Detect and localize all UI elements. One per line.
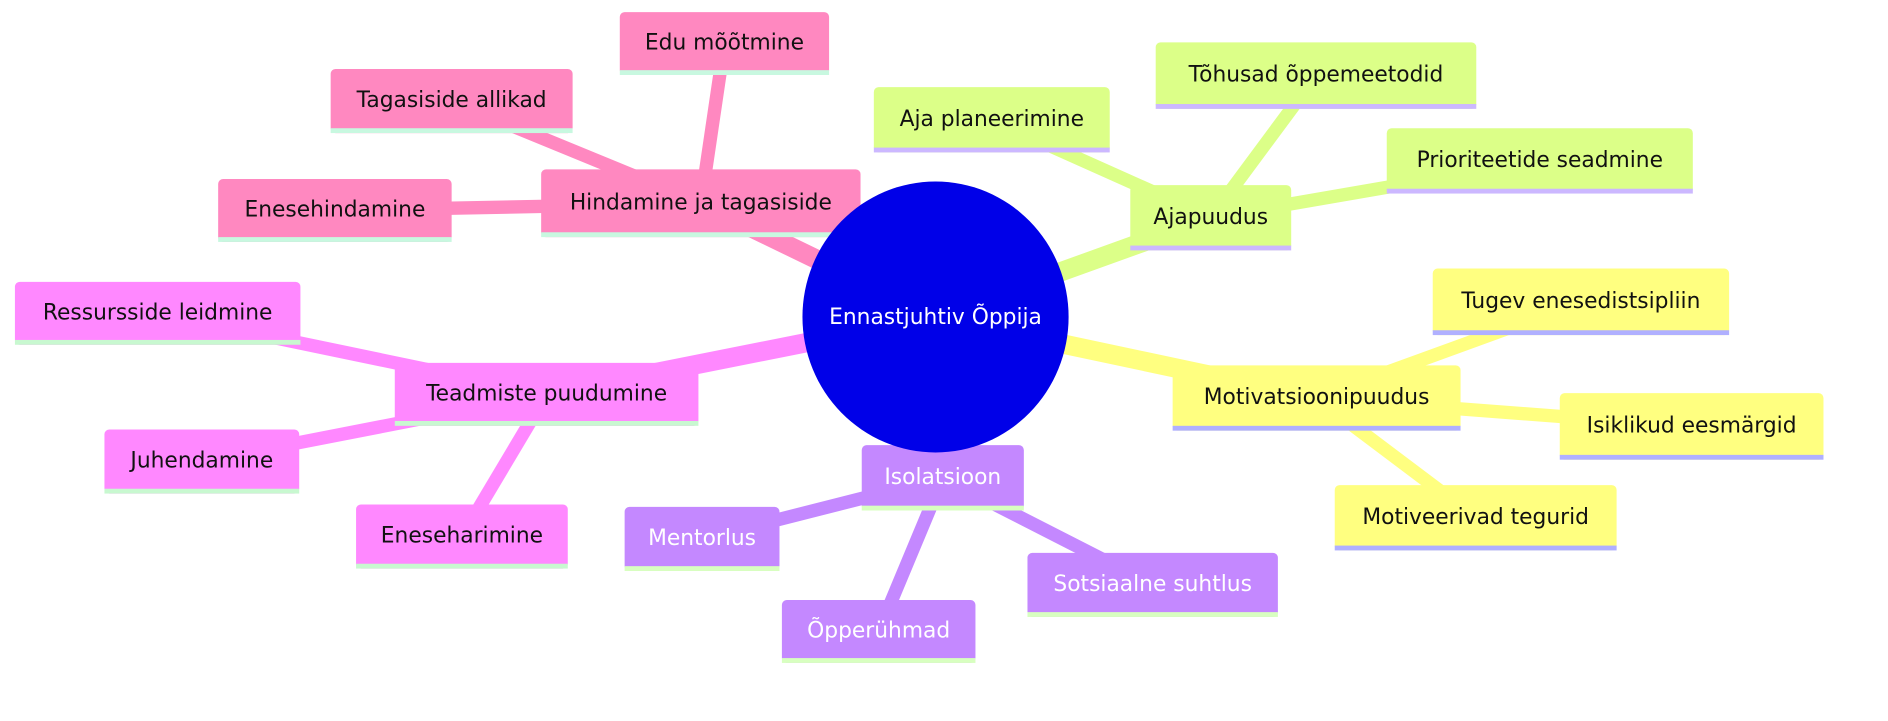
node-juhendamine[interactable]: Juhendamine	[104, 429, 300, 494]
node-box	[1432, 268, 1730, 336]
node-box	[104, 429, 300, 494]
node-underline	[1130, 245, 1292, 251]
node-box	[541, 169, 861, 238]
node-label: Edu mõõtmine	[645, 31, 804, 56]
node-label: Hindamine ja tagasiside	[570, 190, 832, 215]
node-underline	[861, 505, 1024, 511]
node-label: Isolatsioon	[884, 465, 1001, 490]
node-underline	[356, 563, 568, 569]
node-label: Tugev enesedistsipliin	[1460, 289, 1700, 314]
node-box	[781, 600, 976, 663]
node-box	[1559, 393, 1824, 460]
node-box	[394, 362, 699, 426]
node-tugev-enesedistsipliin[interactable]: Tugev enesedistsipliin	[1432, 268, 1730, 336]
node-box	[1386, 128, 1693, 194]
node-underline	[1027, 612, 1278, 617]
node-box	[1155, 42, 1477, 109]
node-box	[1027, 552, 1278, 617]
node-teadmiste-puudumine[interactable]: Teadmiste puudumine	[394, 362, 699, 426]
node-underline	[541, 232, 861, 238]
node-label: Õpperühmad	[807, 617, 950, 644]
node-box	[1172, 365, 1461, 431]
node-underline	[1172, 425, 1461, 431]
node-box	[14, 281, 301, 345]
node-mentorlus[interactable]: Mentorlus	[624, 506, 780, 571]
node-aja-planeerimine[interactable]: Aja planeerimine	[873, 87, 1110, 153]
node-box	[1130, 185, 1292, 251]
node-underline	[619, 70, 830, 76]
center-circle	[802, 181, 1069, 453]
node-label: Eneseharimine	[381, 524, 543, 549]
nodes: Hindamine ja tagasiside Edu mõõtmineTagas…	[14, 12, 1824, 663]
node-label: Ressursside leidmine	[43, 300, 273, 325]
node-box	[873, 87, 1110, 153]
node-underline	[394, 420, 699, 426]
node-label: Isiklikud eesmärgid	[1587, 413, 1797, 438]
node-label: Juhendamine	[128, 449, 273, 474]
node-opperuhmad[interactable]: Õpperühmad	[781, 600, 976, 663]
node-label: Teadmiste puudumine	[425, 381, 667, 406]
node-box	[861, 445, 1024, 511]
node-ressursside-leidmine[interactable]: Ressursside leidmine	[14, 281, 301, 345]
node-label: Sotsiaalne suhtlus	[1053, 572, 1252, 597]
node-underline	[1155, 104, 1477, 109]
node-underline	[624, 566, 780, 571]
node-motiveerivad-tegurid[interactable]: Motiveerivad tegurid	[1334, 485, 1617, 551]
node-box	[330, 68, 573, 134]
node-underline	[1559, 454, 1824, 460]
node-underline	[14, 339, 301, 345]
node-underline	[1334, 545, 1617, 551]
node-edu-mootmine[interactable]: Edu mõõtmine	[619, 12, 830, 76]
node-label: Enesehindamine	[244, 198, 425, 223]
node-ajapuudus[interactable]: Ajapuudus	[1130, 185, 1292, 251]
node-isiklikud-eesmargid[interactable]: Isiklikud eesmärgid	[1559, 393, 1824, 460]
node-underline	[104, 488, 300, 494]
node-isolatsioon[interactable]: Isolatsioon	[861, 445, 1024, 511]
node-label: Prioriteetide seadmine	[1417, 148, 1663, 173]
node-label: Tagasiside allikad	[356, 88, 547, 113]
node-box	[1334, 485, 1617, 551]
node-underline	[873, 147, 1110, 153]
node-tohusad-oppemeetodid[interactable]: Tõhusad õppemeetodid	[1155, 42, 1477, 109]
node-box	[356, 504, 568, 569]
node-tagasiside-allikad[interactable]: Tagasiside allikad	[330, 68, 573, 134]
node-enesehindamine[interactable]: Enesehindamine	[218, 179, 452, 242]
node-underline	[1386, 188, 1693, 194]
node-hindamine-ja-tagasiside[interactable]: Hindamine ja tagasiside	[541, 169, 861, 238]
node-underline	[218, 237, 452, 242]
node-label: Aja planeerimine	[900, 107, 1084, 132]
node-box	[619, 12, 830, 76]
node-label: Ajapuudus	[1153, 205, 1268, 230]
node-eneseharimine[interactable]: Eneseharimine	[356, 504, 568, 569]
node-underline	[781, 658, 976, 663]
node-underline	[1432, 330, 1730, 336]
node-sotsiaalne-suhtlus[interactable]: Sotsiaalne suhtlus	[1027, 552, 1278, 617]
node-underline	[330, 128, 573, 134]
node-label: Motivatsioonipuudus	[1204, 385, 1430, 410]
node-box	[218, 179, 452, 242]
node-prioriteetide-seadmine[interactable]: Prioriteetide seadmine	[1386, 128, 1693, 194]
center-label: Ennastjuhtiv Õppija	[829, 303, 1042, 330]
center-node[interactable]: Ennastjuhtiv Õppija	[802, 181, 1069, 453]
node-motivatsioonipuudus[interactable]: Motivatsioonipuudus	[1172, 365, 1461, 431]
node-label: Mentorlus	[648, 526, 756, 551]
node-label: Motiveerivad tegurid	[1362, 505, 1589, 530]
node-box	[624, 506, 780, 571]
node-label: Tõhusad õppemeetodid	[1188, 63, 1444, 88]
